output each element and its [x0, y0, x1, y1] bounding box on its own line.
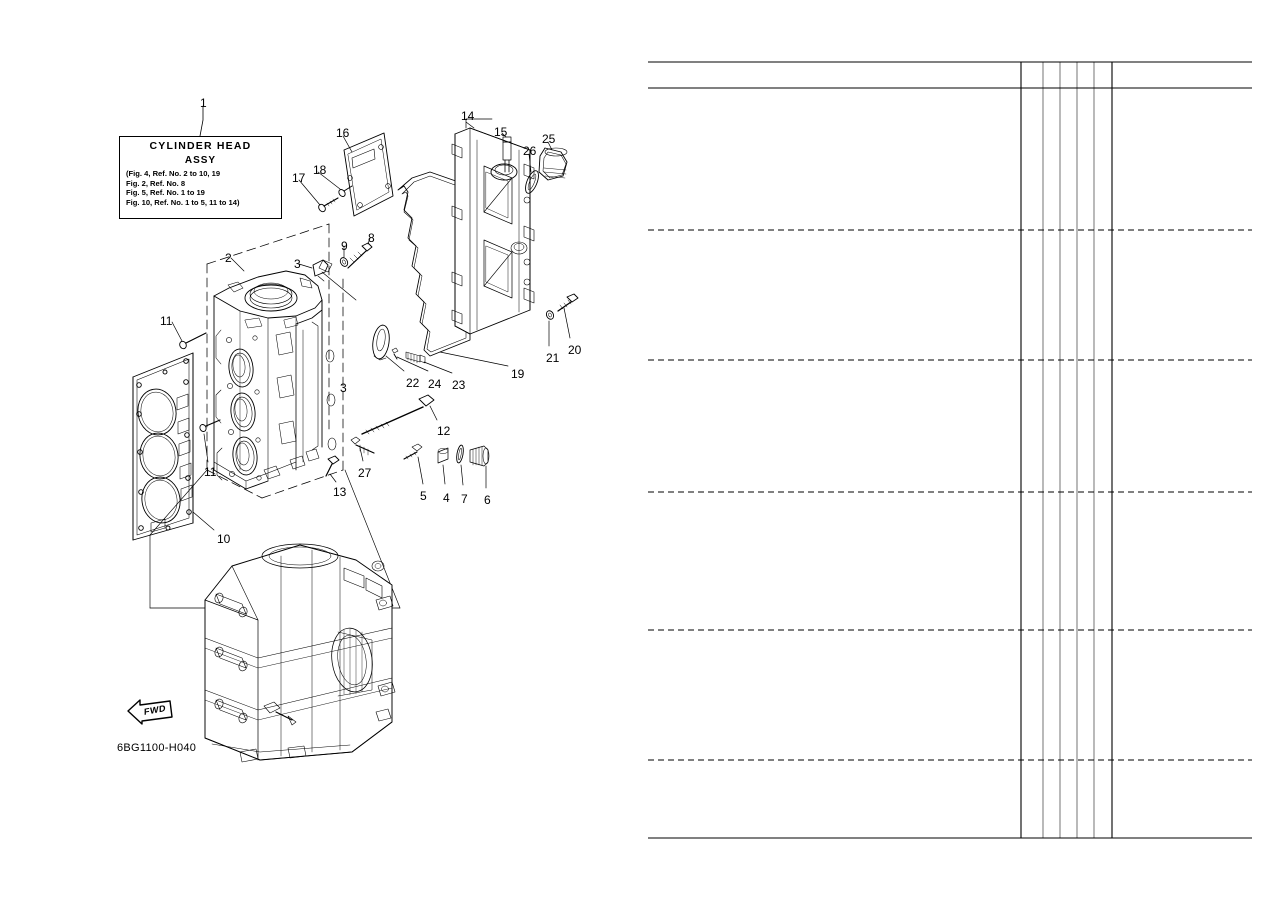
- callout-number-27: 27: [358, 466, 372, 480]
- callout-number-22: 22: [406, 376, 420, 390]
- callout-number-15: 15: [494, 125, 508, 139]
- assy-ref-2: Fig. 2, Ref. No. 8: [126, 178, 186, 188]
- head-gasket-part-10: [132, 352, 194, 541]
- bolt-part-23: [405, 351, 426, 364]
- dowel-pin-11-lower: [199, 419, 221, 432]
- callout-number-8: 8: [368, 231, 375, 245]
- callout-number-11: 11: [204, 465, 217, 479]
- o-ring-part-7: [456, 444, 464, 464]
- callout-number-20: 20: [568, 343, 582, 357]
- callout-number-12: 12: [437, 424, 451, 438]
- leader-line-1: [199, 105, 204, 137]
- parts-list-table: [640, 0, 1286, 909]
- assy-ref-4: Fig. 10, Ref. No. 1 to 5, 11 to 14): [126, 197, 240, 207]
- dipstick-part-15: [502, 136, 512, 173]
- callout-number-7: 7: [461, 492, 468, 506]
- cylinder-head-assy-callout-box: CYLINDER HEAD ASSY (Fig. 4, Ref. No. 2 t…: [119, 136, 282, 219]
- callout-number-9: 9: [341, 239, 348, 253]
- anode-part-22: [372, 324, 390, 361]
- parts-table-rules: [648, 61, 1252, 839]
- fwd-arrow-icon: [127, 699, 173, 725]
- screw-part-17: [318, 197, 339, 213]
- leader-line-11b: [203, 433, 209, 463]
- bolt-part-20: [557, 293, 579, 312]
- washer-part-21: [545, 310, 555, 320]
- callout-number-13: 13: [333, 485, 347, 499]
- callout-number-3: 3: [294, 257, 301, 271]
- assy-ref-1: (Fig. 4, Ref. No. 2 to 10, 19: [126, 169, 221, 178]
- callout-number-10: 10: [217, 532, 231, 546]
- callout-number-5: 5: [420, 489, 427, 503]
- screw-part-5: [403, 443, 423, 460]
- diagram-artwork: [132, 105, 579, 763]
- cylinder-head-body-part-2: [206, 223, 344, 499]
- assy-title-line-1: CYLINDER HEAD: [149, 140, 252, 152]
- assy-ref-3: Fig. 5, Ref. No. 1 to 19: [126, 188, 205, 198]
- fwd-direction-marker: FWD: [126, 697, 174, 725]
- callout-number-6: 6: [484, 493, 491, 507]
- callout-number-17: 17: [292, 171, 306, 185]
- assembly-bracket-dashed: [206, 223, 344, 499]
- bolt-part-13: [325, 455, 340, 477]
- callout-number-1: 1: [200, 96, 207, 110]
- screw-part-18: [338, 185, 353, 197]
- washer-part-9: [339, 257, 349, 267]
- o-ring-part-26: [525, 170, 539, 194]
- callout-number-11: 11: [160, 314, 173, 328]
- assy-title-line-2: ASSY: [184, 155, 217, 166]
- callout-number-2: 2: [225, 251, 232, 265]
- oil-filler-cap-part-25: [538, 147, 568, 181]
- screw-part-27: [350, 436, 375, 456]
- thermostat-cover-part-16: [343, 132, 394, 217]
- callout-number-24: 24: [428, 377, 442, 391]
- leader-line-2: [230, 257, 245, 272]
- callout-number-18: 18: [313, 163, 327, 177]
- callout-number-14: 14: [461, 109, 475, 123]
- collar-part-4: [437, 447, 449, 464]
- screw-part-24: [391, 347, 399, 360]
- cylinder-block-reference-view: [204, 543, 396, 763]
- callout-number-19: 19: [511, 367, 525, 381]
- long-bolt-part-12: [361, 394, 435, 435]
- plug-part-6: [469, 445, 490, 467]
- callout-number-21: 21: [546, 351, 560, 365]
- callout-number-4: 4: [443, 491, 450, 505]
- exploded-diagram: CYLINDER HEAD ASSY (Fig. 4, Ref. No. 2 t…: [0, 0, 640, 909]
- assy-reference-list: (Fig. 4, Ref. No. 2 to 10, 19 Fig. 2, Re…: [124, 169, 277, 207]
- leader-line-11a: [171, 321, 183, 342]
- cylinder-head-cover-part-14: [451, 127, 535, 335]
- callout-number-3: 3: [340, 381, 347, 395]
- drawing-number: 6BG1100-H040: [117, 742, 197, 754]
- callout-number-23: 23: [452, 378, 466, 392]
- dowel-pin-11-upper: [179, 332, 207, 350]
- leader-line-14: [465, 118, 493, 129]
- leader-line-10: [192, 511, 215, 531]
- bolt-part-8: [347, 242, 373, 269]
- callout-number-25: 25: [542, 132, 556, 146]
- callout-number-26: 26: [523, 144, 537, 158]
- callout-number-16: 16: [336, 126, 350, 140]
- leader-line-19: [439, 351, 509, 367]
- plug-part-3-upper: [312, 259, 333, 282]
